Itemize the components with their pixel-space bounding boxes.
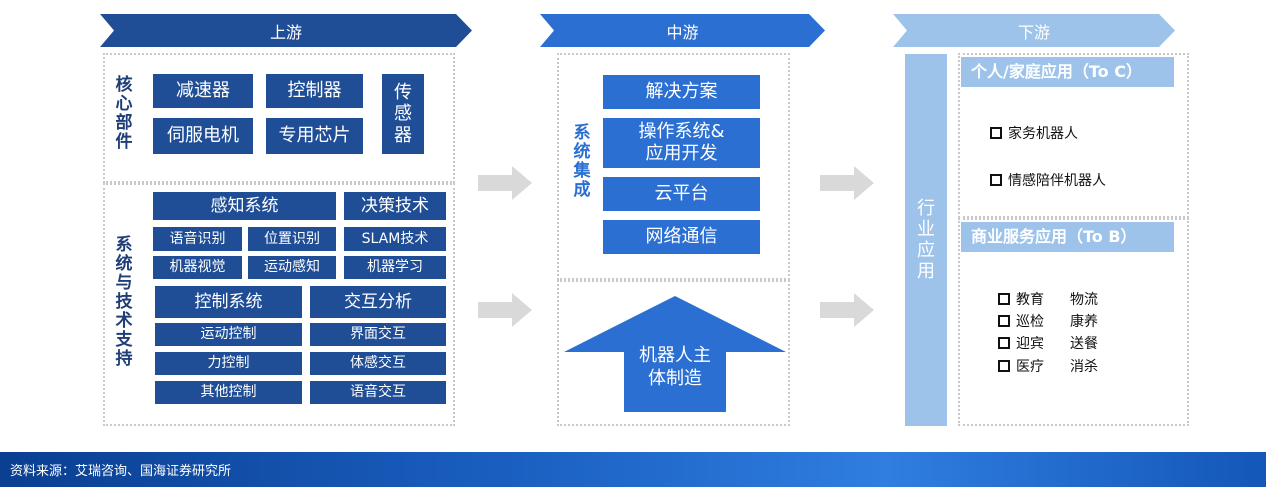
upstream-header-label: 上游 (269, 22, 302, 42)
up-arrow-shape (564, 296, 786, 412)
toc-item-label: 情感陪伴机器人 (1008, 173, 1106, 189)
control-system-box: 控制系统 (155, 286, 302, 318)
checkbox-icon (990, 174, 1002, 186)
arrow-upstream-to-midstream-bottom (478, 293, 532, 327)
system-integration-label: 系统集成 (573, 123, 591, 200)
toc-item-label: 家务机器人 (1008, 126, 1078, 142)
somatosensory-interaction-box: 体感交互 (310, 352, 446, 375)
source-footer: 资料来源：艾瑞咨询、国海证券研究所 (0, 452, 1266, 487)
voice-interaction-box: 语音交互 (310, 381, 446, 404)
arrow-midstream-to-downstream-bottom (820, 293, 874, 327)
tob-row: 迎宾 送餐 (998, 333, 1098, 353)
midstream-integration-panel (557, 53, 790, 280)
checkbox-icon (998, 360, 1010, 372)
dedicated-chip-box: 专用芯片 (266, 118, 363, 154)
core-components-label: 核心部件 (115, 75, 133, 152)
checkbox-icon (998, 293, 1010, 305)
network-comm-box: 网络通信 (603, 220, 760, 254)
speech-recognition-box: 语音识别 (153, 227, 242, 251)
tob-item-label: 教育 (1016, 292, 1044, 308)
other-control-box: 其他控制 (155, 381, 302, 404)
cloud-platform-box: 云平台 (603, 177, 760, 211)
arrow-midstream-to-downstream-top (820, 166, 874, 200)
downstream-header: 下游 (893, 14, 1175, 47)
upstream-header: 上游 (100, 14, 472, 47)
robot-manufacture-arrow: 机器人主 体制造 (564, 296, 786, 412)
machine-vision-box: 机器视觉 (153, 256, 242, 279)
toc-panel (958, 53, 1189, 218)
checkbox-icon (998, 337, 1010, 349)
midstream-header-label: 中游 (666, 22, 699, 42)
os-app-dev-box: 操作系统& 应用开发 (603, 118, 760, 168)
ui-interaction-box: 界面交互 (310, 323, 446, 346)
servo-motor-box: 伺服电机 (153, 118, 253, 154)
upstream-core-panel (103, 53, 455, 183)
interaction-analysis-box: 交互分析 (310, 286, 446, 318)
upstream-support-panel (103, 183, 455, 426)
downstream-header-label: 下游 (1017, 22, 1050, 42)
industry-application-label: 行业应用 (917, 198, 935, 282)
tob-row: 教育 物流 (998, 289, 1098, 309)
tob-item-label: 巡检 (1016, 314, 1044, 330)
checkbox-icon (990, 127, 1002, 139)
tob-item-label: 送餐 (1070, 336, 1098, 352)
robot-manufacture-line1: 机器人主 (639, 345, 711, 366)
system-support-label: 系统与技术支持 (115, 235, 133, 369)
tob-panel (958, 218, 1189, 426)
tob-row: 巡检 康养 (998, 311, 1098, 331)
tob-item-label: 物流 (1070, 292, 1098, 308)
tob-item-label: 迎宾 (1016, 336, 1044, 352)
checkbox-icon (998, 315, 1010, 327)
motion-perception-box: 运动感知 (248, 256, 336, 279)
sensor-box: 传感器 (382, 74, 424, 154)
tob-title: 商业服务应用（To B） (961, 222, 1174, 252)
upstream-header-shape (100, 14, 472, 47)
robot-manufacture-line2: 体制造 (648, 368, 702, 389)
downstream-header-shape (893, 14, 1175, 47)
perception-system-box: 感知系统 (153, 192, 336, 220)
machine-learning-box: 机器学习 (344, 256, 446, 279)
os-app-dev-line2: 应用开发 (645, 143, 718, 164)
tob-row: 医疗 消杀 (998, 356, 1098, 376)
slam-box: SLAM技术 (344, 227, 446, 251)
industry-application-bar: 行业应用 (905, 54, 947, 426)
midstream-header: 中游 (540, 14, 825, 47)
arrow-upstream-to-midstream-top (478, 166, 532, 200)
tob-item-label: 医疗 (1016, 359, 1044, 375)
motion-control-box: 运动控制 (155, 323, 302, 346)
os-app-dev-line1: 操作系统& (638, 121, 725, 143)
toc-item: 情感陪伴机器人 (990, 170, 1106, 190)
midstream-header-shape (540, 14, 825, 47)
force-control-box: 力控制 (155, 352, 302, 375)
tob-item-label: 康养 (1070, 314, 1098, 330)
tob-item-label: 消杀 (1070, 359, 1098, 375)
reducer-box: 减速器 (153, 74, 253, 108)
position-recognition-box: 位置识别 (248, 227, 336, 251)
solutions-box: 解决方案 (603, 75, 760, 109)
toc-title: 个人/家庭应用（To C） (961, 57, 1174, 87)
controller-box: 控制器 (266, 74, 363, 108)
decision-tech-box: 决策技术 (344, 192, 446, 220)
source-text: 资料来源：艾瑞咨询、国海证券研究所 (10, 464, 232, 479)
toc-item: 家务机器人 (990, 123, 1078, 143)
midstream-manufacture-panel (557, 280, 790, 426)
